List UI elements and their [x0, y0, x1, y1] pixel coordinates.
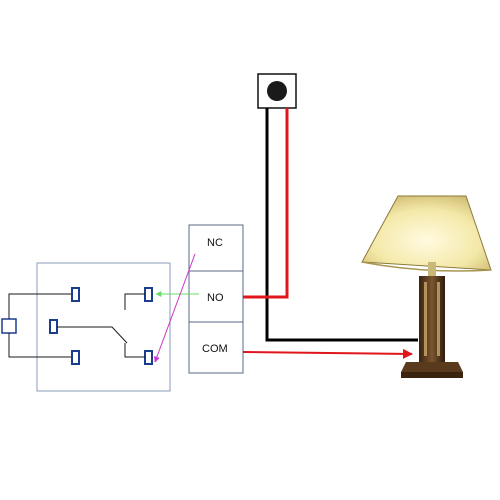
live-wire-com-to-lamp — [242, 348, 413, 359]
coil-lead-top — [8, 293, 72, 319]
terminal-block-frame — [188, 224, 244, 374]
push-button-switch-icon — [257, 73, 297, 109]
contact-pad-no — [144, 287, 153, 302]
relay-coil — [1, 318, 17, 334]
contact-pad-top-left — [71, 287, 80, 302]
contact-pad-com — [144, 350, 153, 365]
com-mapping-arrow — [154, 253, 196, 363]
coil-lead-bottom — [8, 333, 72, 358]
no-contact-lead — [124, 293, 145, 310]
contact-pad-middle-left — [49, 319, 58, 334]
relay-module — [1, 262, 171, 392]
terminal-nc-label: NC — [207, 237, 223, 249]
terminal-block: NC NO COM — [188, 224, 244, 374]
table-lamp-icon — [361, 195, 492, 378]
neutral-wire — [265, 108, 418, 342]
switch-arm — [124, 343, 145, 358]
live-wire-to-no — [243, 108, 289, 299]
terminal-com-label: COM — [202, 343, 228, 355]
relay-frame — [36, 262, 171, 392]
common-lead — [57, 326, 128, 344]
contact-pad-bottom-left — [71, 350, 80, 365]
terminal-no-label: NO — [207, 292, 224, 304]
